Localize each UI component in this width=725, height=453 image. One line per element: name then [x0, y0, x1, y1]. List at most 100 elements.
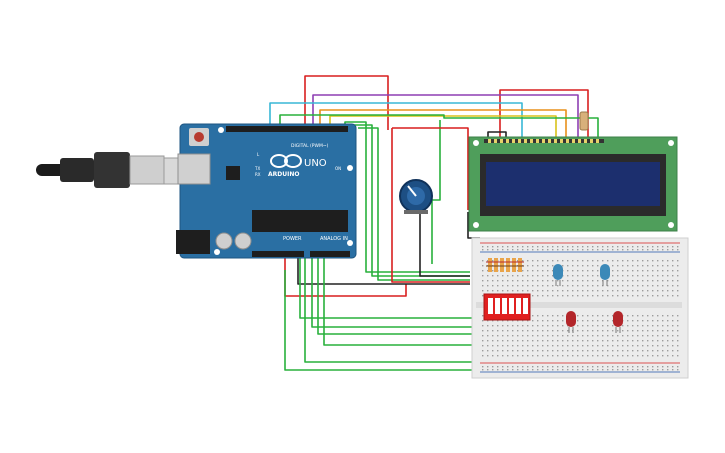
breadboard-hole — [517, 275, 519, 277]
breadboard-hole — [652, 265, 654, 267]
breadboard-hole — [487, 345, 489, 347]
breadboard-hole — [577, 280, 579, 282]
breadboard-hole — [622, 246, 624, 248]
breadboard-hole — [487, 330, 489, 332]
breadboard-hole — [532, 285, 534, 287]
breadboard-hole — [507, 355, 509, 357]
breadboard-hole — [532, 260, 534, 262]
breadboard-hole — [517, 355, 519, 357]
breadboard-hole — [597, 320, 599, 322]
breadboard-hole — [637, 340, 639, 342]
breadboard-hole — [637, 330, 639, 332]
arduino-logo-text: ARDUINO — [268, 171, 299, 178]
breadboard-hole — [547, 325, 549, 327]
breadboard-hole — [627, 295, 629, 297]
breadboard-hole — [607, 366, 609, 368]
breadboard-hole — [597, 355, 599, 357]
breadboard-hole — [602, 350, 604, 352]
breadboard-hole — [582, 260, 584, 262]
breadboard-hole — [677, 335, 679, 337]
wire-red-pot — [391, 127, 470, 283]
breadboard-hole — [662, 320, 664, 322]
breadboard-hole — [577, 285, 579, 287]
breadboard-hole — [482, 275, 484, 277]
breadboard-hole — [637, 320, 639, 322]
breadboard-hole — [607, 295, 609, 297]
breadboard-hole — [547, 335, 549, 337]
breadboard-hole — [542, 275, 544, 277]
lcd-pin — [572, 139, 575, 143]
breadboard-hole — [527, 330, 529, 332]
breadboard-hole — [482, 290, 484, 292]
breadboard-hole — [502, 355, 504, 357]
breadboard-hole — [622, 265, 624, 267]
breadboard-hole — [482, 355, 484, 357]
breadboard-hole — [657, 290, 659, 292]
breadboard-hole — [592, 345, 594, 347]
breadboard-hole — [492, 249, 494, 251]
breadboard-hole — [537, 295, 539, 297]
breadboard-hole — [637, 366, 639, 368]
breadboard-hole — [557, 325, 559, 327]
breadboard-hole — [597, 345, 599, 347]
breadboard-hole — [572, 369, 574, 371]
breadboard-hole — [507, 320, 509, 322]
breadboard-hole — [652, 366, 654, 368]
breadboard-hole — [662, 330, 664, 332]
breadboard-hole — [587, 335, 589, 337]
breadboard-hole — [567, 350, 569, 352]
breadboard-hole — [552, 335, 554, 337]
breadboard-hole — [522, 246, 524, 248]
breadboard-hole — [622, 290, 624, 292]
breadboard-hole — [492, 366, 494, 368]
breadboard-hole — [542, 355, 544, 357]
potentiometer — [399, 179, 433, 214]
breadboard-hole — [522, 366, 524, 368]
breadboard-hole — [617, 246, 619, 248]
breadboard-hole — [517, 280, 519, 282]
breadboard-hole — [667, 290, 669, 292]
breadboard-hole — [562, 320, 564, 322]
breadboard-hole — [572, 340, 574, 342]
breadboard-hole — [642, 280, 644, 282]
breadboard-hole — [597, 246, 599, 248]
breadboard-hole — [662, 366, 664, 368]
breadboard-hole — [647, 320, 649, 322]
breadboard-hole — [602, 249, 604, 251]
breadboard-hole — [537, 315, 539, 317]
resistor-array — [486, 258, 524, 272]
breadboard-hole — [562, 325, 564, 327]
breadboard-hole — [637, 350, 639, 352]
breadboard-hole — [557, 280, 559, 282]
breadboard-hole — [577, 340, 579, 342]
breadboard-hole — [547, 285, 549, 287]
breadboard-hole — [577, 345, 579, 347]
breadboard-hole — [622, 275, 624, 277]
breadboard-hole — [552, 249, 554, 251]
breadboard-hole — [517, 345, 519, 347]
breadboard-hole — [667, 320, 669, 322]
breadboard-hole — [487, 246, 489, 248]
breadboard-hole — [652, 350, 654, 352]
breadboard-hole — [537, 270, 539, 272]
arduino-model-text: UNO — [304, 158, 327, 169]
breadboard-hole — [482, 285, 484, 287]
breadboard-hole — [502, 335, 504, 337]
breadboard-hole — [622, 355, 624, 357]
breadboard-hole — [487, 270, 489, 272]
breadboard-hole — [552, 350, 554, 352]
breadboard-hole — [612, 285, 614, 287]
breadboard-hole — [532, 340, 534, 342]
breadboard-hole — [587, 345, 589, 347]
breadboard-hole — [672, 366, 674, 368]
breadboard-hole — [672, 265, 674, 267]
breadboard-hole — [647, 249, 649, 251]
breadboard-hole — [527, 355, 529, 357]
breadboard-hole — [497, 369, 499, 371]
led-blue-1 — [553, 264, 563, 286]
breadboard-hole — [667, 345, 669, 347]
breadboard-hole — [632, 340, 634, 342]
breadboard-hole — [532, 290, 534, 292]
breadboard-hole — [612, 280, 614, 282]
breadboard-hole — [572, 249, 574, 251]
